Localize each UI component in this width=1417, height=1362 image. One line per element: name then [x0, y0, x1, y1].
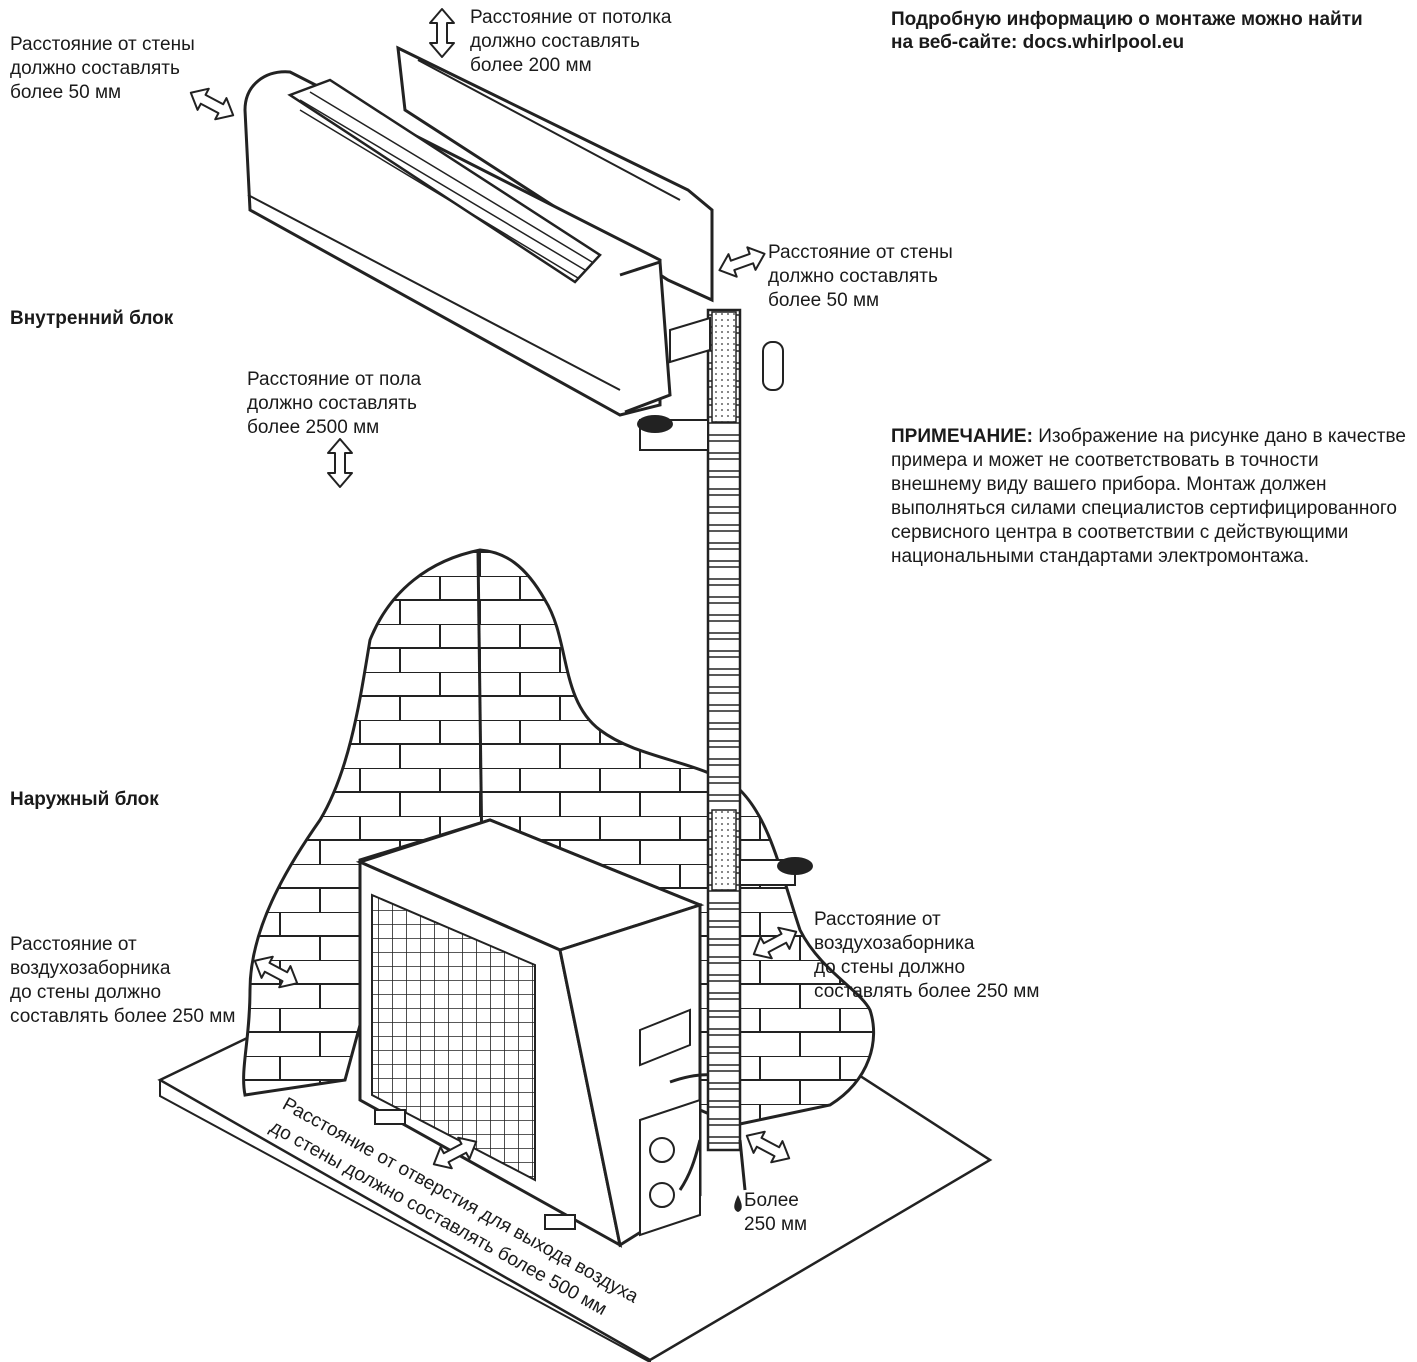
note-keyword: ПРИМЕЧАНИЕ:	[891, 426, 1033, 447]
note-text: Изображение на рисунке дано в качестве п…	[891, 426, 1406, 567]
note: ПРИМЕЧАНИЕ: Изображение на рисунке дано …	[891, 425, 1411, 569]
install-info-line2: на веб-сайте: docs.whirlpool.eu	[891, 32, 1185, 53]
label-intake-right: Расстояние от воздухозаборника до стены …	[814, 909, 1040, 1002]
label-wall-right-top: Расстояние от стены должно составлять бо…	[768, 242, 953, 311]
mounting-plate	[396, 45, 714, 303]
install-info-line1: Подробную информацию о монтаже можно най…	[891, 9, 1363, 30]
pipe-run	[637, 308, 813, 1212]
indoor-unit	[243, 70, 672, 417]
label-ceiling: Расстояние от потолка должно составлять …	[470, 7, 672, 76]
label-outdoor-unit: Наружный блок	[10, 789, 159, 810]
label-indoor-unit: Внутренний блок	[10, 308, 174, 329]
label-intake-left: Расстояние от воздухозаборника до стены …	[10, 934, 236, 1027]
arrow-floor	[327, 438, 353, 488]
arrow-wall-right	[714, 241, 770, 283]
outdoor-unit	[355, 818, 726, 1248]
label-more-250: Более 250 мм	[744, 1190, 808, 1235]
arrow-ceiling	[429, 8, 455, 58]
label-wall-left-top: Расстояние от стены должно составлять бо…	[10, 34, 195, 103]
label-floor: Расстояние от пола должно составлять бол…	[247, 369, 422, 438]
